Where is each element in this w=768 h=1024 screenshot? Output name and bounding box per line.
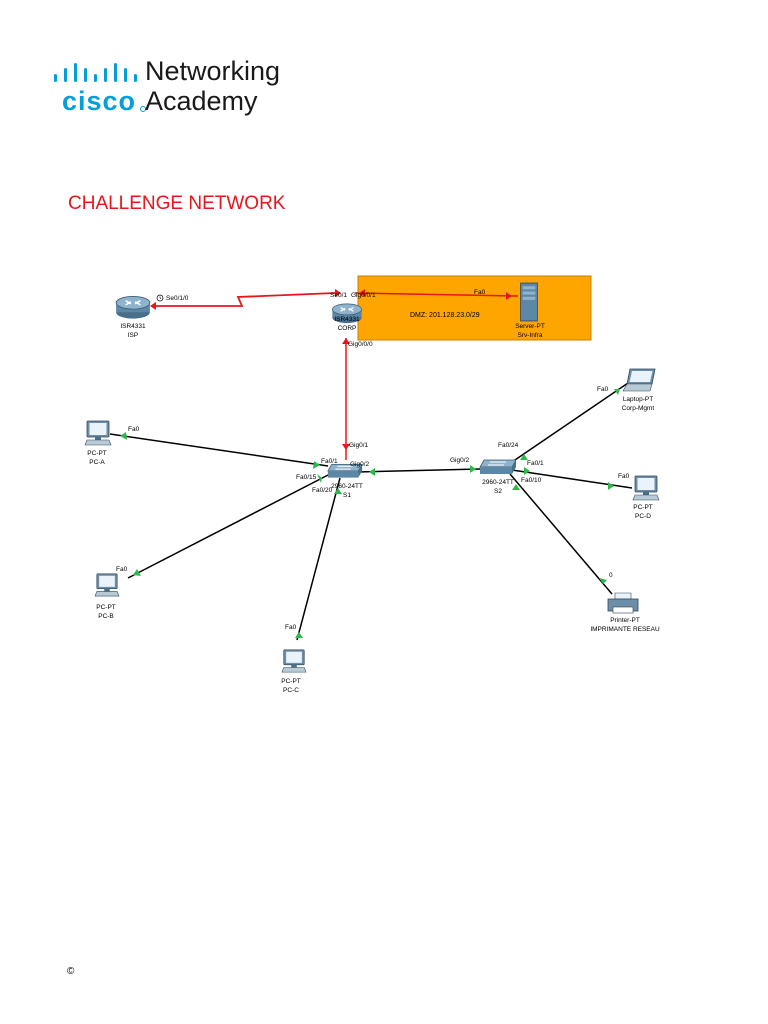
pc-a-model-label: PC-PT [87, 450, 107, 457]
page-title: CHALLENGE NETWORK [68, 193, 286, 214]
link-pca-s1 [109, 433, 329, 467]
link-pcb-s1 [127, 473, 331, 579]
pc-c-model-label: PC-PT [281, 678, 301, 685]
cisco-networking-academy-logo: cisco Networking Academy [52, 56, 312, 118]
port-label-corp-g000: Gig0/0/0 [348, 341, 373, 348]
port-label-s2-g02: Gig0/2 [450, 457, 470, 464]
s1-model-label: 2960-24TT [331, 483, 363, 490]
status-s1-g02 [369, 468, 375, 476]
port-label-pcc-fa0: Fa0 [285, 624, 297, 631]
isp-name-label: ISP [128, 332, 138, 339]
s2-name-label: S2 [494, 488, 502, 495]
registered-dot-icon [140, 106, 146, 112]
pc-icon[interactable] [84, 420, 112, 446]
port-label-s1-fa01: Fa0/1 [321, 458, 338, 465]
port-label-pcb-fa0: Fa0 [116, 566, 128, 573]
clock-icon [156, 294, 164, 302]
status-s1-fa015 [317, 474, 322, 483]
server-icon[interactable] [520, 282, 538, 322]
port-label-s1-fa015: Fa0/15 [296, 474, 317, 481]
link-status-indicators [120, 289, 620, 638]
link-corp-server [354, 292, 519, 297]
brand-line-networking: Networking [145, 56, 281, 86]
pc-icon[interactable] [281, 649, 307, 673]
isp-model-label: ISR4331 [120, 323, 146, 330]
link-s2-laptop [511, 382, 629, 463]
status-isp-se [150, 302, 156, 310]
pc-icon[interactable] [632, 475, 660, 501]
footer-copyright: © [67, 966, 75, 977]
port-label-s1-fa020: Fa0/20 [312, 487, 333, 494]
status-pcd-fa0 [608, 482, 614, 490]
port-label-s1-g02: Gig0/2 [350, 461, 370, 468]
status-s1-fa01 [313, 461, 320, 469]
laptop-model-label: Laptop-PT [623, 396, 653, 403]
status-corp-g000 [342, 338, 350, 344]
port-label-printer-port: 0 [609, 572, 613, 579]
pc-c-name-label: PC-C [283, 687, 299, 694]
status-corp-g001 [359, 289, 365, 297]
corp-name-label: CORP [338, 325, 357, 332]
port-label-corp-g001: Gig0/0/1 [351, 292, 376, 299]
port-label-pcd-fa0: Fa0 [618, 473, 630, 480]
printer-name-label: IMPRIMANTE RESEAU [590, 626, 660, 633]
status-s1-g01 [342, 444, 350, 450]
link-isp-corp-serial [156, 292, 336, 307]
router-icon[interactable] [115, 295, 151, 320]
status-s2-fa010 [512, 484, 520, 490]
status-pcc-fa0 [295, 632, 303, 638]
port-label-s1-g01: Gig0/1 [349, 442, 369, 449]
port-label-corp-se: Se0/1 [330, 292, 347, 299]
pc-d-name-label: PC-D [635, 513, 651, 520]
laptop-icon[interactable] [622, 368, 656, 392]
s2-model-label: 2960-24TT [482, 479, 514, 486]
pc-b-name-label: PC-B [98, 613, 114, 620]
status-pca-fa0 [120, 432, 127, 440]
switch-icon[interactable] [479, 459, 517, 475]
cisco-wordmark: cisco [62, 86, 137, 116]
status-s2-g02 [470, 465, 476, 473]
status-pcb-fa0 [133, 569, 141, 576]
pc-b-model-label: PC-PT [96, 604, 116, 611]
brand-line-academy: Academy [145, 86, 258, 116]
port-label-s2-fa01: Fa0/1 [527, 460, 544, 467]
pc-icon[interactable] [94, 573, 120, 597]
port-label-server-fa0: Fa0 [474, 289, 486, 296]
server-name-label: Srv-Infra [518, 332, 543, 339]
port-label-laptop-fa0: Fa0 [597, 386, 609, 393]
printer-icon[interactable] [607, 592, 639, 614]
status-s1-fa020 [334, 488, 342, 494]
server-model-label: Server-PT [515, 323, 545, 330]
pc-a-name-label: PC-A [89, 459, 105, 466]
cisco-bridge-bars-icon [54, 63, 137, 82]
port-label-s2-fa024: Fa0/24 [498, 442, 519, 449]
printer-model-label: Printer-PT [610, 617, 640, 624]
s1-name-label: S1 [343, 492, 351, 499]
status-s2-fa01 [524, 467, 530, 475]
status-server-fa0 [506, 292, 512, 300]
link-s2-printer [509, 473, 613, 595]
port-label-pca-fa0: Fa0 [128, 426, 140, 433]
status-printer-port [599, 578, 607, 584]
dmz-zone-label: DMZ: 201.128.23.0/29 [410, 312, 480, 319]
links [109, 292, 633, 641]
port-label-s2-fa010: Fa0/10 [521, 477, 542, 484]
status-s2-fa024 [520, 454, 528, 460]
pc-d-model-label: PC-PT [633, 504, 653, 511]
corp-model-label: ISR4331 [334, 316, 360, 323]
dmz-zone [357, 275, 592, 341]
status-corp-se [335, 289, 341, 297]
link-pcc-s1 [296, 477, 341, 641]
status-laptop-fa0 [614, 389, 620, 395]
link-s1-s2 [356, 468, 481, 473]
laptop-name-label: Corp-Mgmt [622, 405, 655, 412]
port-label-isp-se: Se0/1/0 [166, 295, 189, 302]
